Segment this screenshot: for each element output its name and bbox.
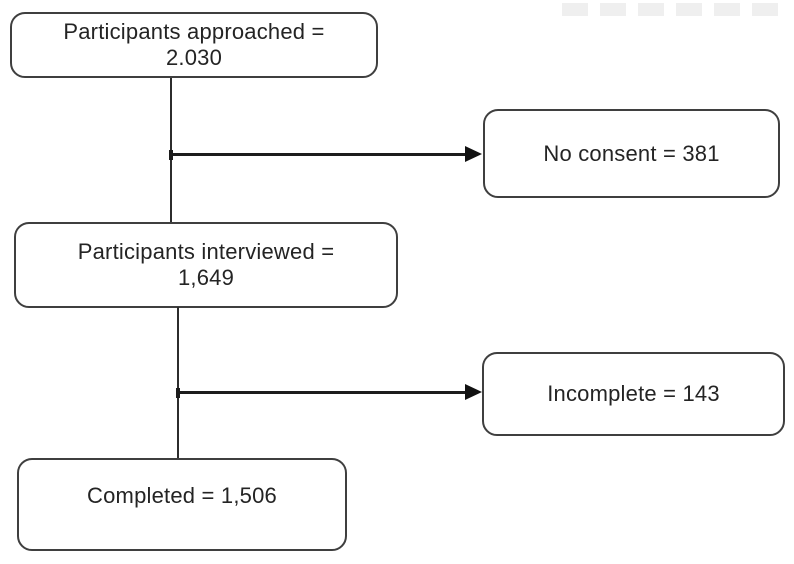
node-label-line1: Participants interviewed = <box>77 239 335 264</box>
node-label-line2: 1,649 <box>177 265 235 290</box>
node-completed: Completed = 1,506 <box>17 458 347 551</box>
node-label: Incomplete = 143 <box>547 381 720 406</box>
arrow-shaft-to-incomplete <box>178 391 465 394</box>
node-participants-approached: Participants approached = 2.030 <box>10 12 378 78</box>
node-label-line2: 2.030 <box>165 45 223 70</box>
node-participants-interviewed: Participants interviewed = 1,649 <box>14 222 398 308</box>
node-no-consent: No consent = 381 <box>483 109 780 198</box>
scan-artifact-smudge <box>562 3 790 16</box>
arrow-shaft-to-no-consent <box>171 153 465 156</box>
node-incomplete: Incomplete = 143 <box>482 352 785 436</box>
node-label: No consent = 381 <box>543 140 720 166</box>
arrowhead-to-no-consent <box>465 146 482 162</box>
node-label: Completed = 1,506 <box>87 482 277 508</box>
connector-interviewed-to-completed <box>177 307 179 458</box>
node-label-line1: Participants approached = <box>63 19 325 44</box>
arrowhead-to-incomplete <box>465 384 482 400</box>
